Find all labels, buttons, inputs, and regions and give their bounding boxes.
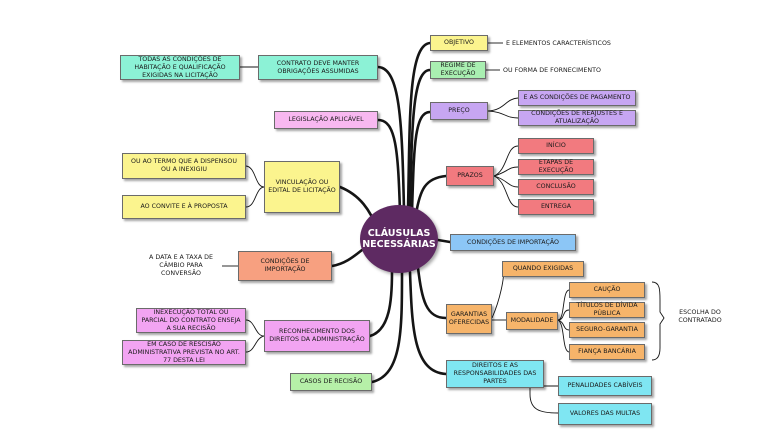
termo-dispensou-node: Ou ao termo que a dispensou ou a inexigi… xyxy=(122,153,246,179)
central-title-line2: Necessárias xyxy=(362,239,436,250)
prazo-entrega-node: Entrega xyxy=(518,199,594,215)
regime-note: ou forma de fornecimento xyxy=(503,66,601,74)
legislacao-node: Legislação aplicável xyxy=(274,111,378,129)
rescisao-adm-node: Em caso de rescisão administrativa previ… xyxy=(122,340,246,365)
central-node: Cláusulas Necessárias xyxy=(360,205,438,273)
importacao-right-node: Condições de importação xyxy=(450,234,576,251)
vinculacao-node: Vinculação ou edital de licitação xyxy=(264,161,340,213)
prazos-node: Prazos xyxy=(446,166,494,186)
objetivo-node: Objetivo xyxy=(430,35,488,51)
prazo-conclusao-node: Conclusão xyxy=(518,179,594,195)
preco-pagamento-node: E as condições de pagamento xyxy=(518,90,636,106)
preco-node: Preço xyxy=(430,102,488,120)
convite-node: Ao convite e à proposta xyxy=(122,195,246,219)
prazo-etapas-node: Etapas de execução xyxy=(518,159,594,175)
prazo-inicio-node: Início xyxy=(518,138,594,154)
contrato-manter-node: Contrato deve manter obrigações assumida… xyxy=(258,55,378,80)
regime-node: Regime de execução xyxy=(430,61,486,79)
casos-recisao-node: Casos de recisão xyxy=(290,373,372,391)
escolha-note: Escolha do contratado xyxy=(678,309,722,324)
reconhecimento-node: Reconhecimento dos direitos da administr… xyxy=(264,320,370,352)
objetivo-note: E elementos característicos xyxy=(506,39,611,47)
direitos-node: Direitos e as responsabilidades das part… xyxy=(446,360,544,388)
penalidades-node: Penalidades cabíveis xyxy=(558,376,652,396)
caucao-node: Caução xyxy=(569,282,645,298)
inexecucao-node: Inexecução total ou parcial do contrato … xyxy=(136,308,246,333)
fianca-node: Fiança bancária xyxy=(569,344,645,360)
modalidade-node: Modalidade xyxy=(506,312,558,330)
garantias-node: Garantias oferecidas xyxy=(446,304,492,334)
central-title-line1: Cláusulas xyxy=(367,228,431,239)
preco-reajustes-node: Condições de reajustes e atualização xyxy=(518,110,636,126)
seguro-node: Seguro-garantia xyxy=(569,322,645,338)
valores-multas-node: Valores das multas xyxy=(558,403,652,425)
importacao-left-node: Condições de importação xyxy=(238,251,332,281)
data-taxa-note: A data e a taxa de câmbio para conversão xyxy=(149,254,213,277)
todas-condicoes-node: Todas as condições de habitação e qualif… xyxy=(120,55,240,80)
titulos-node: Títulos de dívida pública xyxy=(569,302,645,318)
quando-exigidas-node: Quando exigidas xyxy=(502,261,584,277)
